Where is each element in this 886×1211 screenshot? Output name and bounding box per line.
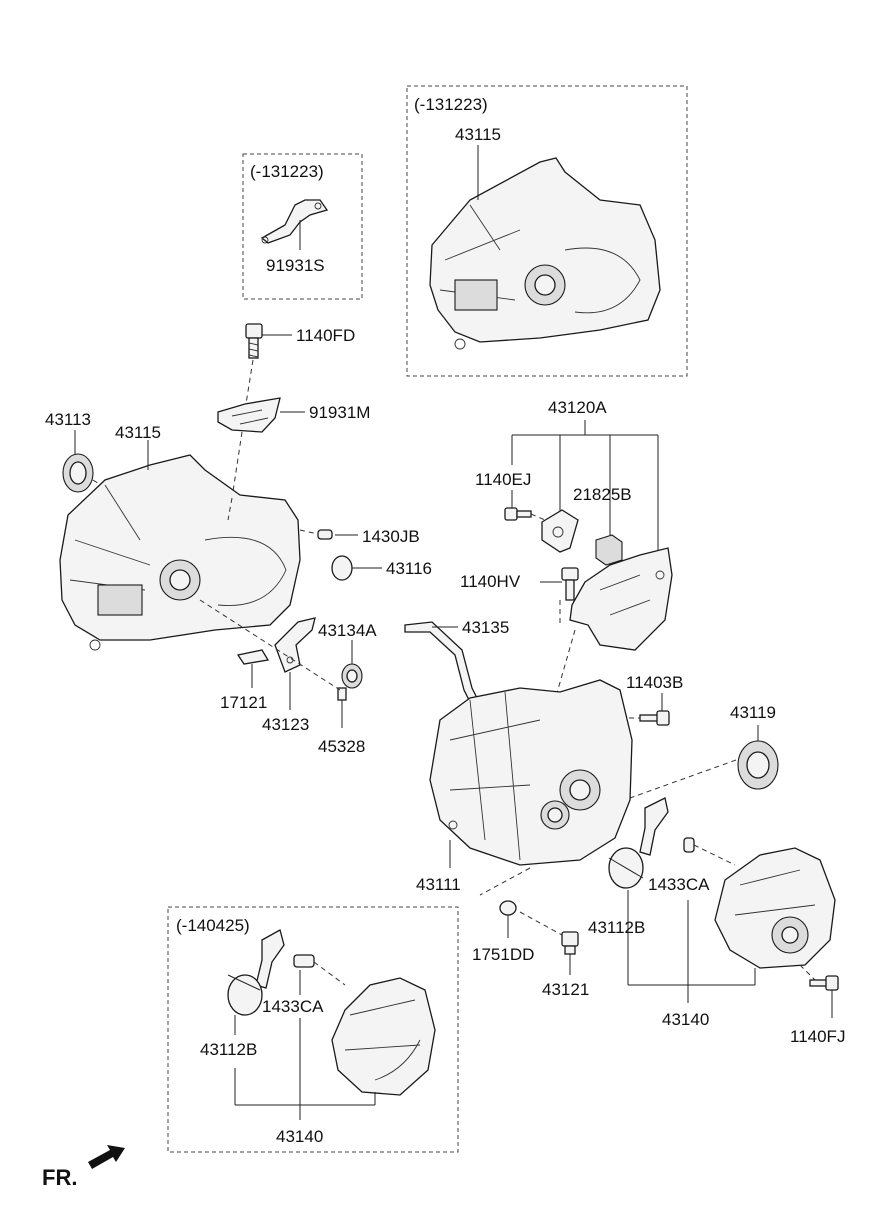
mount-bracket-small (541, 509, 579, 553)
plug-43121 (561, 931, 579, 955)
bracket-right-upper (639, 797, 669, 856)
housing-window (454, 279, 498, 311)
clutch-housing-left-part (59, 454, 301, 651)
leader-group-43120A (511, 420, 659, 550)
label-11403B: 11403B (626, 673, 683, 692)
label-1433CA-bottom: 1433CA (262, 997, 324, 1016)
bracket-91931M (217, 397, 281, 433)
bolt-1140HV (561, 567, 579, 601)
left-housing-window (97, 584, 143, 616)
pin-1433CA-right (683, 837, 695, 853)
plate-17121 (236, 649, 270, 665)
label-1140EJ: 1140EJ (475, 470, 531, 489)
label-43113: 43113 (45, 410, 91, 429)
label-43140-right: 43140 (662, 1010, 709, 1029)
label-43120A: 43120A (548, 398, 607, 417)
label-43140-bottom: 43140 (276, 1127, 323, 1146)
label-91931S: 91931S (266, 256, 325, 275)
seal-43119 (737, 740, 779, 790)
variant-box-top-left (242, 153, 363, 300)
side-cover-bottom (331, 977, 436, 1096)
front-label: FR. (42, 1165, 77, 1190)
label-43112B-right: 43112B (588, 918, 645, 937)
box-note-bottom: (-140425) (176, 916, 250, 935)
mount-bracket-43120A (569, 547, 673, 651)
bolt-11403B (639, 710, 670, 726)
label-1751DD: 1751DD (472, 945, 534, 964)
shim-43112B-bottom (227, 974, 263, 1016)
box-note-top-right: (-131223) (414, 95, 488, 114)
label-43134A: 43134A (318, 621, 377, 640)
bushing-21825B (595, 534, 623, 566)
label-43121: 43121 (542, 980, 589, 999)
label-1140FJ: 1140FJ (790, 1027, 845, 1046)
clutch-housing-top-part (429, 157, 661, 350)
label-43119: 43119 (730, 703, 776, 722)
label-1140HV: 1140HV (460, 572, 521, 591)
bolt-1140EJ (504, 507, 532, 521)
bracket-bottom-upper (255, 929, 285, 989)
label-1430JB: 1430JB (362, 527, 420, 546)
label-1140FD: 1140FD (296, 326, 355, 345)
washer-1751DD (499, 900, 517, 916)
label-17121: 17121 (220, 693, 267, 712)
shim-43116 (331, 555, 353, 581)
label-91931M: 91931M (309, 403, 370, 422)
label-43115-top: 43115 (455, 125, 501, 144)
side-cover-right (714, 847, 836, 969)
label-43115: 43115 (115, 423, 161, 442)
front-direction-arrow-icon (88, 1145, 125, 1169)
bracket-91931S (260, 199, 329, 244)
pin-1430JB (317, 529, 333, 540)
variant-box-top-right (406, 85, 688, 377)
shim-43112B-right (608, 847, 644, 889)
label-43111: 43111 (416, 875, 461, 894)
label-43112B-bottom: 43112B (200, 1040, 257, 1059)
bolt-1140FJ (809, 975, 839, 991)
label-45328: 45328 (318, 737, 365, 756)
label-1433CA-right: 1433CA (648, 875, 710, 894)
label-43135: 43135 (462, 618, 509, 637)
transmission-case-43111 (429, 679, 633, 866)
lever-43123 (274, 617, 316, 673)
seal-43113 (62, 453, 94, 493)
box-note-top-left: (-131223) (250, 162, 324, 181)
leader-group-43140-right (627, 890, 756, 1003)
bolt-1140FD (245, 323, 263, 359)
label-43123: 43123 (262, 715, 309, 734)
variant-box-bottom (167, 906, 459, 1153)
label-43116: 43116 (386, 559, 432, 578)
label-21825B: 21825B (573, 485, 632, 504)
leader-group-43140-bottom (234, 970, 376, 1120)
seal-43134A (341, 663, 363, 689)
pin-1433CA-bottom (293, 954, 315, 968)
